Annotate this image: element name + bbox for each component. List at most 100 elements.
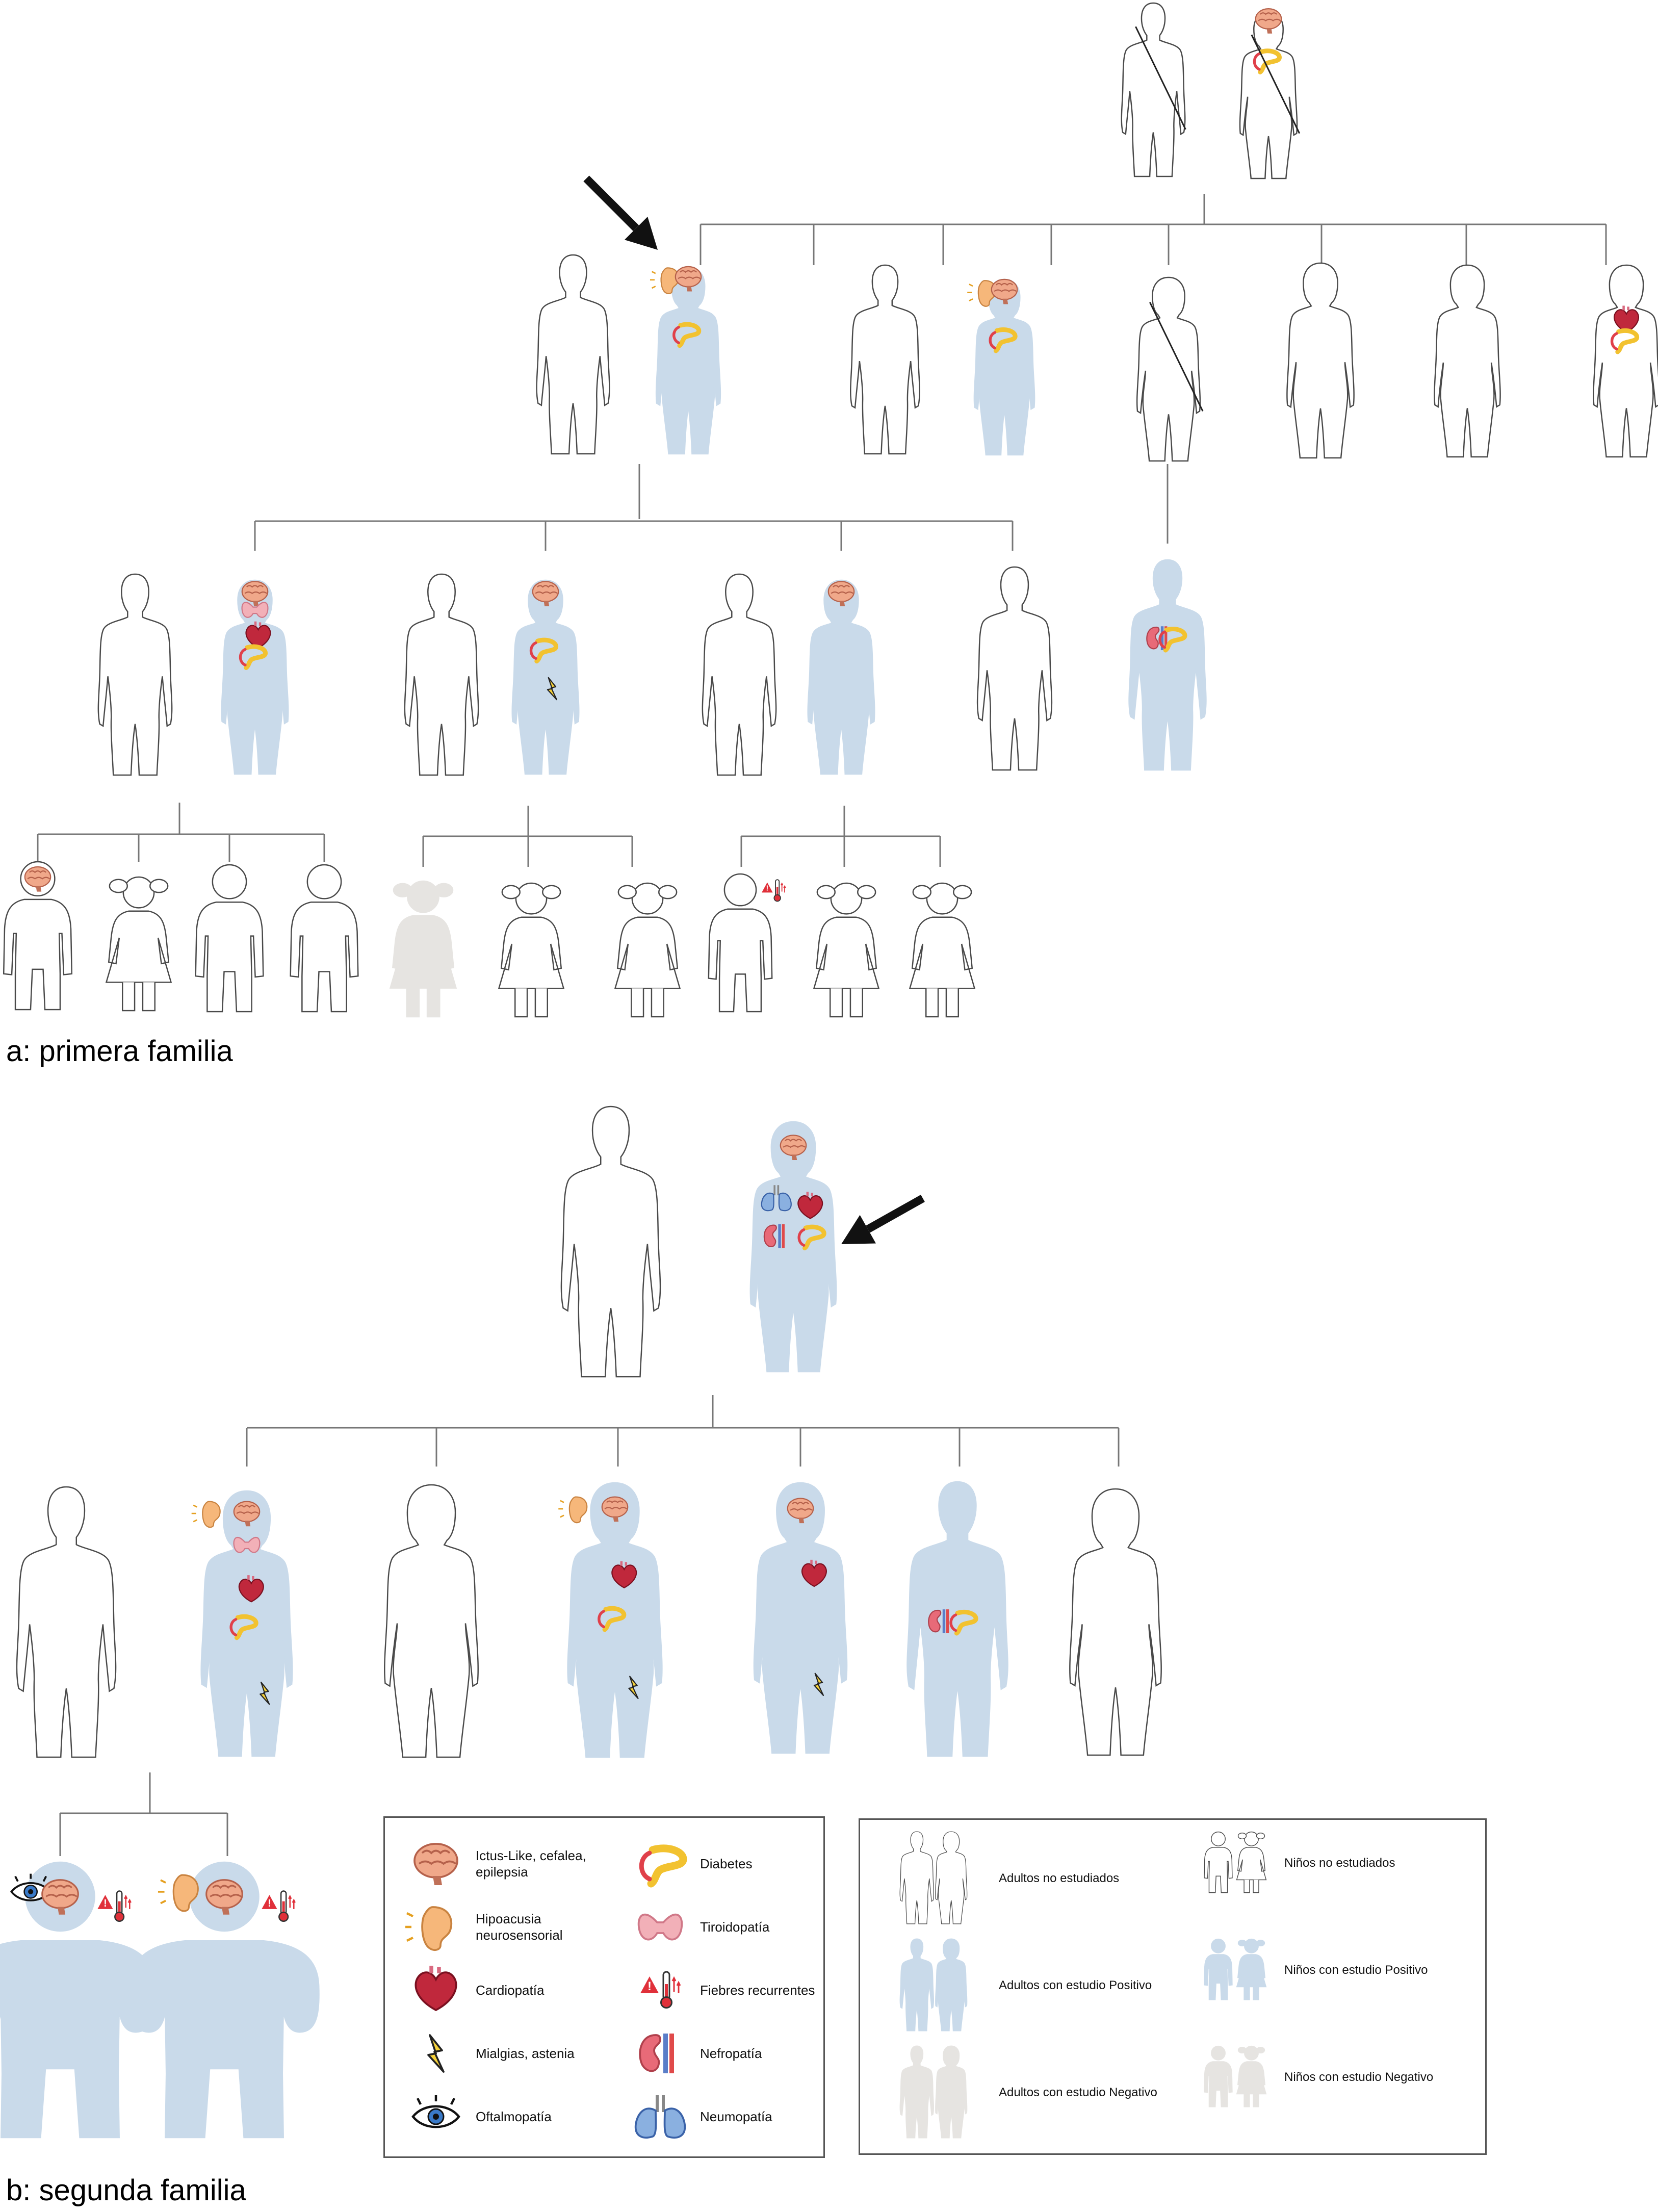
fever-icon bbox=[761, 879, 786, 902]
legend-label: Tiroidopatía bbox=[700, 1919, 770, 1935]
fa-sibling-2 bbox=[849, 264, 921, 455]
diabetes-icon bbox=[630, 1833, 691, 1894]
fa-child4-silhouette bbox=[976, 566, 1053, 771]
fa-grandchild-7-silhouette bbox=[614, 882, 681, 1018]
fa-sibling-7-silhouette bbox=[1593, 264, 1658, 458]
fb-child2 bbox=[384, 1484, 479, 1758]
ear-icon bbox=[191, 1501, 221, 1528]
fb-proband bbox=[749, 1121, 837, 1373]
fa-child3-spouse-silhouette bbox=[702, 573, 777, 776]
adult-silhouettes-icon bbox=[899, 1831, 968, 1924]
fever-icon bbox=[97, 1890, 132, 1922]
deceased-slash bbox=[1251, 34, 1301, 134]
fever-icon bbox=[639, 1971, 681, 2009]
proband-arrows bbox=[583, 175, 925, 1244]
fa-sibling-3 bbox=[966, 278, 1035, 456]
legend-status-adult-neg: Adultos con estudio Negativo bbox=[880, 2044, 1157, 2141]
legend-item-lungs: Neumopatía bbox=[630, 2086, 853, 2147]
fa-child3-spouse bbox=[702, 573, 777, 776]
fb-child4-silhouette bbox=[753, 1482, 848, 1754]
ear-icon bbox=[557, 1496, 588, 1524]
legend-item-fever: Fiebres recurrentes bbox=[630, 1960, 853, 2021]
fa-child2 bbox=[511, 579, 580, 775]
fa-grandchild-3-silhouette bbox=[195, 864, 264, 1013]
legend-item-eye: Oftalmopatía bbox=[405, 2086, 629, 2147]
fa-grandchild-10 bbox=[909, 882, 975, 1018]
fa-grandmother bbox=[1239, 8, 1301, 179]
deceased-slash bbox=[1149, 302, 1204, 412]
caption-family-a: a: primera familia bbox=[6, 1035, 233, 1068]
legend-label: Fiebres recurrentes bbox=[700, 1982, 815, 1998]
adult-silhouettes-icon bbox=[899, 1938, 968, 2031]
fb-child1-spouse bbox=[16, 1486, 117, 1758]
legend-status-child-pos: Niños con estudio Positivo bbox=[1197, 1937, 1428, 2003]
caption-family-b: b: segunda familia bbox=[6, 2174, 246, 2207]
legend-status-label: Adultos con estudio Positivo bbox=[999, 1978, 1152, 1992]
fa-grandchild-5-silhouette bbox=[390, 880, 457, 1018]
fa-grandchild-6 bbox=[498, 882, 564, 1018]
fa-child1-spouse bbox=[97, 573, 173, 776]
legend-label: Nefropatía bbox=[700, 2045, 762, 2061]
fa-sibling-6-silhouette bbox=[1434, 264, 1501, 458]
legend-status-adult-none: Adultos no estudiados bbox=[880, 1830, 1119, 1927]
fb-child4 bbox=[753, 1482, 848, 1754]
fa-grandmother-silhouette bbox=[1239, 11, 1298, 179]
legend-status-label: Adultos con estudio Negativo bbox=[999, 2086, 1157, 2099]
fb-child6-silhouette bbox=[1069, 1488, 1162, 1756]
fa-grandchild-2 bbox=[106, 876, 172, 1012]
fa-grandchild-8 bbox=[708, 873, 786, 1013]
fb-child5-silhouette bbox=[906, 1481, 1008, 1757]
legend-item-ear: Hipoacusia neurosensorial bbox=[405, 1896, 629, 1958]
kidney-icon bbox=[639, 2033, 675, 2074]
fb-grandchild-2 bbox=[129, 1861, 320, 2139]
legend-status-label: Adultos no estudiados bbox=[999, 1871, 1120, 1885]
legend-item-lightning: Mialgias, astenia bbox=[405, 2023, 629, 2084]
thyroid-icon bbox=[637, 1913, 683, 1941]
fa-child4 bbox=[976, 566, 1053, 771]
legend-status-adult-pos: Adultos con estudio Positivo bbox=[880, 1937, 1152, 2034]
heart-icon bbox=[405, 1960, 467, 2021]
fa-sibling-5-silhouette bbox=[1286, 262, 1355, 459]
fa-grandchild-8-silhouette bbox=[708, 873, 773, 1013]
fa-grandchild-3 bbox=[195, 864, 264, 1013]
fb-child3 bbox=[557, 1482, 663, 1758]
fb-child1-silhouette bbox=[200, 1490, 293, 1757]
fa-proband-silhouette bbox=[655, 266, 721, 455]
fa-child2-spouse bbox=[404, 573, 479, 776]
eye-icon bbox=[405, 2086, 467, 2147]
fa-sibling4-child bbox=[1128, 559, 1207, 771]
fb-father bbox=[560, 1105, 661, 1378]
fa-sibling-6 bbox=[1434, 264, 1501, 458]
legend-label: Diabetes bbox=[700, 1856, 753, 1871]
legend-label: Hipoacusia neurosensorial bbox=[476, 1911, 563, 1943]
legend-label: Oftalmopatía bbox=[476, 2108, 552, 2124]
fever-icon bbox=[261, 1890, 296, 1922]
legend-label: Cardiopatía bbox=[476, 1982, 545, 1998]
legend-item-kidney: Nefropatía bbox=[630, 2023, 853, 2084]
legend-item-diabetes: Diabetes bbox=[630, 1833, 853, 1894]
fb-child6 bbox=[1069, 1488, 1162, 1756]
fb-father-silhouette bbox=[560, 1105, 661, 1378]
child-silhouettes-icon bbox=[1204, 1831, 1267, 1893]
fa-grandchild-1 bbox=[3, 861, 73, 1011]
fa-child1 bbox=[221, 579, 289, 775]
fa-child3 bbox=[807, 579, 875, 775]
fa-child2-spouse-silhouette bbox=[404, 573, 479, 776]
child-silhouettes-icon bbox=[1204, 1938, 1267, 2000]
legend-label: Mialgias, astenia bbox=[476, 2045, 575, 2061]
fa-child3-silhouette bbox=[807, 579, 875, 775]
fa-sibling-4-silhouette bbox=[1136, 276, 1201, 462]
pedigree-lines bbox=[37, 194, 1607, 1856]
fa-grandchild-9 bbox=[813, 882, 879, 1018]
lightning-icon bbox=[427, 2034, 445, 2073]
legend-status-label: Niños con estudio Positivo bbox=[1284, 1963, 1428, 1977]
fa-child2-silhouette bbox=[511, 579, 580, 775]
fb-child1-spouse-silhouette bbox=[16, 1486, 117, 1758]
legend-item-brain: Ictus-Like, cefalea, epilepsia bbox=[405, 1833, 629, 1894]
adult-silhouettes-icon bbox=[899, 2045, 968, 2139]
fa-grandfather bbox=[1121, 2, 1186, 177]
fa-proband-husband-silhouette bbox=[536, 254, 610, 455]
